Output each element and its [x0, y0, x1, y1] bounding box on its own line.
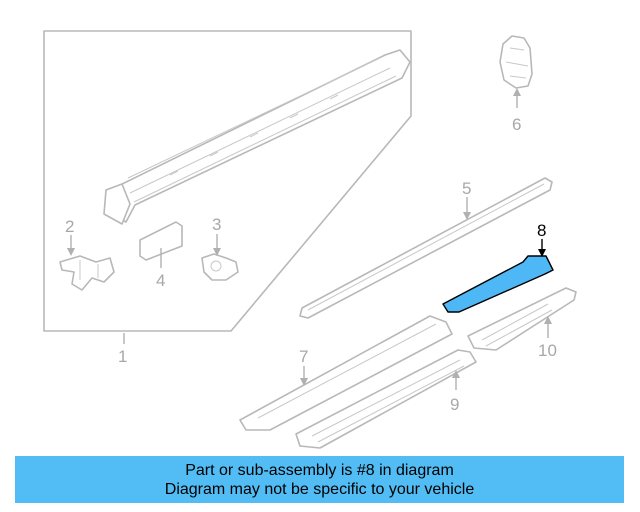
- callout-3: 3: [212, 215, 221, 234]
- diagram-notice-banner: Part or sub-assembly is #8 in diagram Di…: [15, 456, 624, 503]
- part-3-clip[interactable]: [201, 253, 239, 281]
- part-10-sill-plate[interactable]: [467, 287, 577, 351]
- callout-4: 4: [156, 271, 165, 290]
- callout-10: 10: [538, 341, 557, 360]
- part-1-group-outline: [43, 30, 412, 332]
- part-4-plate[interactable]: [139, 221, 183, 261]
- callout-6: 6: [512, 115, 521, 134]
- part-9-sill-plate[interactable]: [295, 349, 477, 449]
- part-2-bracket[interactable]: [59, 255, 115, 291]
- callout-leaders: [67, 88, 552, 390]
- part-7-sill-plate[interactable]: [239, 315, 453, 431]
- notice-line-2: Diagram may not be specific to your vehi…: [164, 481, 475, 498]
- callout-5: 5: [462, 179, 471, 198]
- rocker-panel[interactable]: [103, 49, 411, 225]
- callout-8: 8: [537, 221, 546, 240]
- part-8-scuff-plate[interactable]: [442, 255, 554, 313]
- callout-1: 1: [118, 347, 127, 366]
- notice-line-1: Part or sub-assembly is #8 in diagram: [185, 462, 454, 479]
- callout-2: 2: [65, 217, 74, 236]
- callout-9: 9: [450, 395, 459, 414]
- parts-diagram: 1 2 3 4 5 6 7 8 9 10: [43, 30, 577, 449]
- part-5-molding[interactable]: [299, 177, 553, 319]
- part-6-piece[interactable]: [499, 35, 533, 89]
- callout-7: 7: [299, 347, 308, 366]
